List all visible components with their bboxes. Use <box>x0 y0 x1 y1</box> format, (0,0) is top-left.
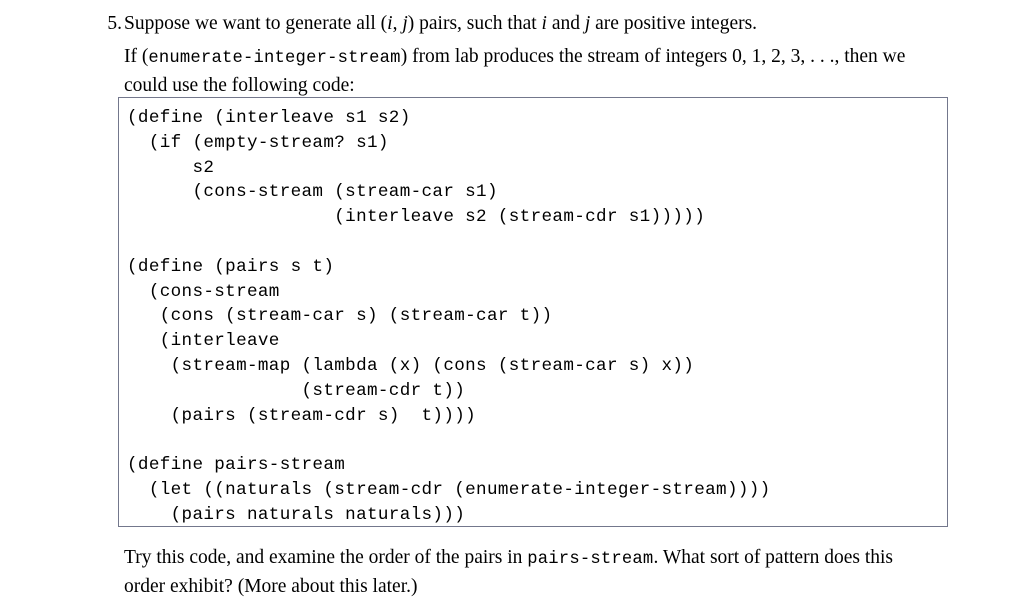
intro-line2-text-b: ) from lab produces the stream of intege… <box>400 46 906 67</box>
code-block-scheme: (define (interleave s1 s2) (if (empty-st… <box>127 108 771 525</box>
math-variable-j: j <box>402 13 408 34</box>
item-body: Suppose we want to generate all (i, j) p… <box>124 10 976 99</box>
intro-line2-text-a: If ( <box>124 46 149 67</box>
math-variable-i: i <box>387 13 393 34</box>
closing-line-1: Try this code, and examine the order of … <box>124 544 964 573</box>
intro-paragraph-line-3: could use the following code: <box>124 75 355 96</box>
math-variable-i-2: i <box>541 13 547 34</box>
intro-text-c: are positive integers. <box>590 13 758 34</box>
intro-text-b: ) pairs, such that <box>407 13 542 34</box>
intro-and: and <box>546 13 585 34</box>
closing-text-b: . What sort of pattern does this <box>653 547 893 568</box>
item-number: 5. <box>107 13 122 34</box>
math-variable-j-2: j <box>584 13 591 34</box>
code-block-container: (define (interleave s1 s2) (if (empty-st… <box>118 97 948 527</box>
intro-text-a: Suppose we want to generate all ( <box>124 13 388 34</box>
intro-paragraph-line-2: If (enumerate-integer-stream) from lab p… <box>124 43 976 72</box>
closing-line-2: order exhibit? (More about this later.) <box>124 576 418 597</box>
inline-code-pairs-stream: pairs-stream <box>527 550 654 569</box>
inline-code-enumerate-integer-stream: enumerate-integer-stream <box>148 49 401 68</box>
closing-text-a: Try this code, and examine the order of … <box>124 547 528 568</box>
intro-paragraph-line-1: Suppose we want to generate all (i, j) p… <box>124 10 976 37</box>
closing-paragraph: Try this code, and examine the order of … <box>124 544 964 600</box>
numbered-list-item-5: 5. Suppose we want to generate all (i, j… <box>96 10 976 99</box>
intro-comma: , <box>392 13 403 34</box>
